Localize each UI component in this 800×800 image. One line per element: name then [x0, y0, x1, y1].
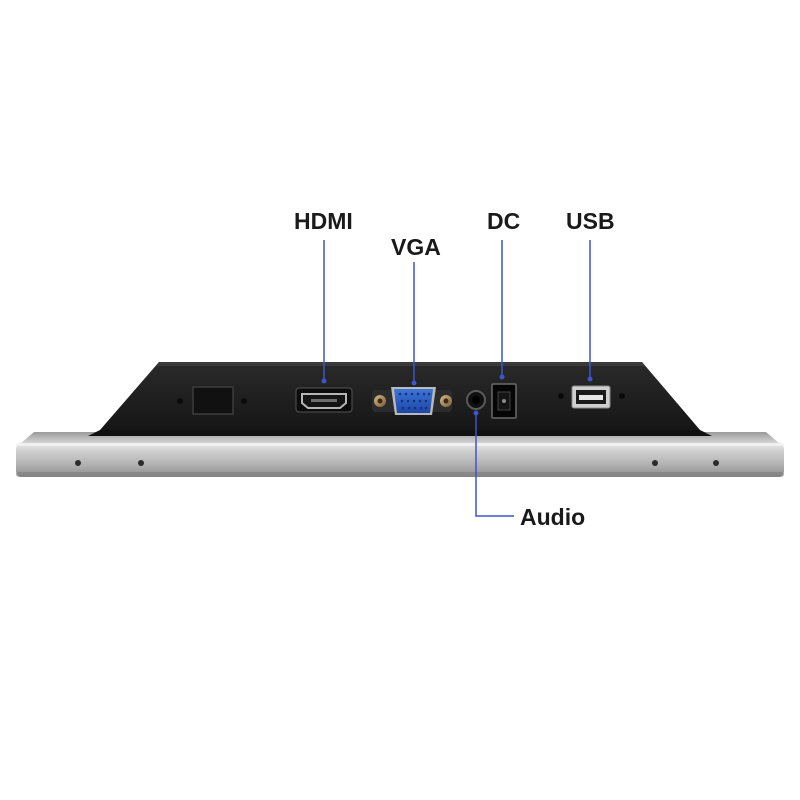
- frame-screw-icon: [75, 460, 81, 466]
- usb-leader-dot: [587, 376, 593, 382]
- audio-leader-dot: [473, 410, 479, 416]
- cover-plate: [192, 386, 234, 415]
- dc-label: DC: [487, 208, 521, 234]
- frame-screw-icon: [138, 460, 144, 466]
- vga-label: VGA: [391, 234, 441, 260]
- usb-label: USB: [566, 208, 615, 234]
- vga-port-icon: [372, 387, 452, 415]
- hdmi-leader-dot: [321, 378, 327, 384]
- vga-leader-dot: [411, 380, 417, 386]
- usb-port-icon: [558, 385, 625, 409]
- left-panel-details: [177, 386, 247, 415]
- leader-lines: [323, 240, 591, 517]
- panel-screw-icon: [177, 398, 183, 404]
- monitor-frame: [16, 432, 784, 477]
- panel-screw-icon: [558, 393, 564, 399]
- audio-jack-icon: [466, 390, 486, 410]
- dc-leader-dot: [499, 374, 505, 380]
- hdmi-label: HDMI: [294, 208, 353, 234]
- frame-screw-icon: [652, 460, 658, 466]
- panel-screw-icon: [241, 398, 247, 404]
- hdmi-port-icon: [295, 387, 353, 413]
- dc-jack-icon: [491, 383, 517, 419]
- panel-screw-icon: [619, 393, 625, 399]
- frame-screw-icon: [713, 460, 719, 466]
- audio-label: Audio: [520, 504, 586, 530]
- audio-leader-line: [475, 412, 514, 517]
